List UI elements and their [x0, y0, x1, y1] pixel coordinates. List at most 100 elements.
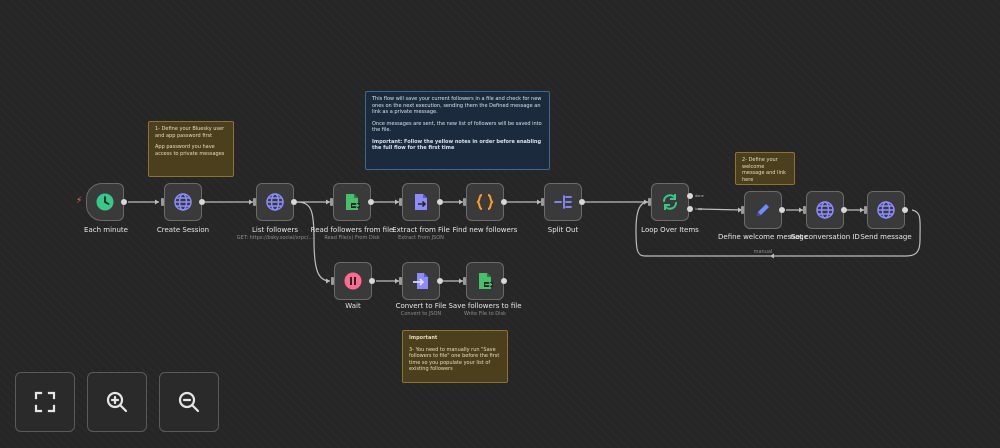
node-loop-over-items[interactable] — [651, 183, 689, 221]
node-define-welcome-message[interactable] — [744, 191, 782, 229]
node-subtitle: Read File(s) From Disk — [324, 235, 380, 241]
output-port[interactable] — [437, 278, 443, 284]
input-port[interactable] — [330, 198, 333, 206]
node-each-minute[interactable] — [86, 183, 124, 221]
zoom-out-button[interactable] — [159, 372, 219, 432]
output-port[interactable] — [368, 199, 374, 205]
node-subtitle: manual — [753, 249, 773, 255]
file-extract-icon — [415, 194, 427, 210]
wire-loop-define — [697, 208, 743, 211]
input-port[interactable] — [648, 198, 651, 206]
input-port[interactable] — [741, 206, 744, 214]
node-label: Each minute — [84, 226, 128, 234]
node-extract-from-file[interactable] — [402, 183, 440, 221]
output-port-done[interactable] — [687, 193, 693, 199]
node-label: Read followers from file — [310, 226, 394, 234]
node-get-conversation-id[interactable] — [806, 191, 844, 229]
output-port[interactable] — [291, 199, 297, 205]
input-port[interactable] — [864, 206, 867, 214]
node-label: Loop Over Items — [641, 226, 699, 234]
node-split-out[interactable] — [544, 183, 582, 221]
trigger-bolt-icon: ⚡ — [76, 196, 83, 206]
input-port[interactable] — [803, 206, 806, 214]
node-label: Split Out — [547, 226, 579, 234]
node-save-followers[interactable] — [466, 262, 504, 300]
sticky-note-welcome[interactable]: 2- Define your welcome message and link … — [735, 152, 795, 185]
output-port[interactable] — [501, 278, 507, 284]
note-text: 3- You need to manually run "Save follow… — [409, 346, 500, 373]
node-send-message[interactable] — [867, 191, 905, 229]
node-label: Extract from File — [392, 226, 450, 234]
file-convert-icon — [413, 273, 428, 289]
fit-view-button[interactable] — [15, 372, 75, 432]
note-text: 1- Define your Bluesky user and app pass… — [155, 126, 225, 139]
fit-view-icon — [34, 391, 56, 413]
zoom-out-icon — [178, 391, 200, 413]
input-port[interactable] — [161, 198, 164, 206]
file-read-icon — [346, 194, 360, 210]
pause-icon — [344, 272, 362, 290]
node-label: Get conversation ID — [790, 233, 860, 241]
wire-list-wait — [296, 201, 331, 282]
code-braces-icon — [476, 194, 494, 210]
output-port[interactable] — [437, 199, 443, 205]
node-label: Send message — [860, 233, 912, 241]
file-write-icon — [479, 273, 493, 289]
input-port[interactable] — [541, 198, 544, 206]
node-convert-to-file[interactable] — [402, 262, 440, 300]
note-text: Important: Follow the yellow notes in or… — [372, 139, 543, 152]
input-port[interactable] — [399, 277, 402, 285]
port-label-done: done — [695, 194, 704, 198]
output-port[interactable] — [841, 207, 847, 213]
output-port[interactable] — [501, 199, 507, 205]
note-bold: Important: Follow the yellow notes in or… — [372, 138, 542, 152]
node-label: Save followers to file — [448, 302, 522, 310]
zoom-in-icon — [106, 391, 128, 413]
node-label: List followers — [252, 226, 298, 234]
output-port[interactable] — [199, 199, 205, 205]
output-port-loop[interactable] — [687, 206, 693, 212]
globe-icon — [266, 193, 284, 211]
note-text: App password you have access to private … — [155, 144, 225, 157]
sticky-note-overview[interactable]: This flow will save your current followe… — [365, 91, 550, 170]
output-port[interactable] — [779, 207, 785, 213]
globe-icon — [816, 201, 834, 219]
node-subtitle: GET: https://bsky.social/xrpc/... — [236, 235, 314, 241]
node-wait[interactable] — [334, 262, 372, 300]
node-subtitle: Convert to JSON — [400, 311, 442, 317]
note-text: 2- Define your welcome message and link … — [742, 157, 786, 183]
sticky-note-credentials[interactable]: 1- Define your Bluesky user and app pass… — [148, 121, 234, 177]
split-icon — [554, 195, 572, 209]
note-title: Important — [409, 335, 438, 341]
node-label: Wait — [345, 302, 361, 310]
output-port[interactable] — [121, 199, 127, 205]
output-port[interactable] — [369, 278, 375, 284]
note-text: Once messages are sent, the new list of … — [372, 120, 542, 134]
node-read-followers[interactable] — [333, 183, 371, 221]
pencil-icon — [757, 204, 769, 216]
zoom-in-button[interactable] — [87, 372, 147, 432]
globe-icon — [174, 193, 192, 211]
input-port[interactable] — [463, 198, 466, 206]
node-list-followers[interactable] — [256, 183, 294, 221]
node-label: Convert to File — [395, 302, 447, 310]
output-port[interactable] — [579, 199, 585, 205]
loop-icon — [663, 194, 677, 210]
input-port[interactable] — [399, 198, 402, 206]
node-create-session[interactable] — [164, 183, 202, 221]
input-port[interactable] — [463, 277, 466, 285]
note-text: This flow will save your current followe… — [372, 96, 542, 115]
node-label: Find new followers — [452, 226, 518, 234]
node-label: Define welcome message — [718, 233, 808, 241]
clock-icon — [96, 193, 114, 211]
input-port[interactable] — [253, 198, 256, 206]
node-label: Create Session — [156, 226, 210, 234]
port-label-loop: loop — [695, 207, 703, 211]
sticky-note-important[interactable]: Important 3- You need to manually run "S… — [402, 330, 508, 383]
note-text: Important — [409, 335, 501, 342]
output-port[interactable] — [902, 207, 908, 213]
node-find-new-followers[interactable] — [466, 183, 504, 221]
input-port[interactable] — [331, 277, 334, 285]
globe-icon — [877, 201, 895, 219]
